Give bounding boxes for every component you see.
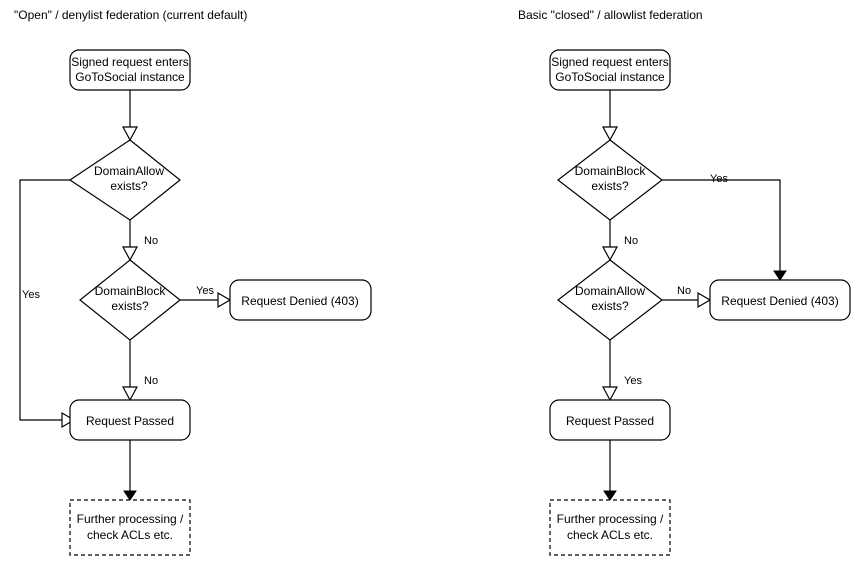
edge-label-domainblock-yes-left: Yes <box>196 285 214 297</box>
node-decision-domainblock-right-line1: DomainBlock <box>575 164 647 178</box>
arrowhead-domainallow-no-right <box>697 291 712 309</box>
edge-domainallow-yes-left: Yes <box>19 179 76 429</box>
node-further-processing-right-line2: check ACLs etc. <box>567 528 653 542</box>
node-further-processing-right-line1: Further processing / <box>557 512 664 526</box>
node-further-processing-left[interactable]: Further processing / check ACLs etc. <box>69 499 191 556</box>
node-request-passed-right[interactable]: Request Passed <box>549 399 671 441</box>
diagram-title-left: "Open" / denylist federation (current de… <box>14 8 247 22</box>
node-request-denied-right[interactable]: Request Denied (403) <box>709 279 851 321</box>
node-start-left[interactable]: Signed request enters GoToSocial instanc… <box>69 49 191 91</box>
node-further-processing-left-line2: check ACLs etc. <box>87 528 173 542</box>
edge-domainallow-no-left: No <box>121 220 158 262</box>
edge-domainallow-yes-right: Yes <box>601 340 642 402</box>
node-request-passed-left-label: Request Passed <box>86 414 174 428</box>
node-decision-domainallow-left[interactable]: DomainAllow exists? <box>68 139 181 221</box>
edge-label-domainallow-no-left: No <box>144 235 158 247</box>
arrowhead-domainallow-yes-right <box>601 386 619 402</box>
diagram-open-denylist: "Open" / denylist federation (current de… <box>14 8 372 556</box>
edge-line-domainblock-yes-right <box>662 179 781 272</box>
edge-domainblock-no-left: No <box>121 340 158 402</box>
edge-passed-to-further-left <box>123 440 137 501</box>
edge-label-domainblock-no-left: No <box>144 375 158 387</box>
edge-domainblock-no-right: No <box>601 220 638 262</box>
node-request-denied-right-shape[interactable] <box>709 279 851 321</box>
arrowhead-start-domainallow-left <box>121 126 139 142</box>
edge-start-to-domainblock-right <box>601 90 619 142</box>
node-request-denied-left-label: Request Denied (403) <box>241 294 358 308</box>
node-decision-domainblock-left-line2: exists? <box>111 299 149 313</box>
node-start-right-line1: Signed request enters <box>551 55 668 69</box>
edge-label-domainallow-yes-left: Yes <box>22 289 40 301</box>
node-start-right-line2: GoToSocial instance <box>555 70 665 84</box>
node-further-processing-left-shape[interactable] <box>69 499 191 556</box>
diagram-closed-allowlist: Basic "closed" / allowlist federation Si… <box>518 8 851 556</box>
edge-domainallow-no-right: No <box>662 285 712 309</box>
node-start-left-line1: Signed request enters <box>71 55 188 69</box>
node-request-denied-left-shape[interactable] <box>229 279 372 321</box>
edge-label-domainblock-yes-right: Yes <box>710 173 728 185</box>
edge-domainblock-yes-right: Yes <box>662 173 787 281</box>
arrowhead-domainblock-yes-right <box>773 270 787 281</box>
node-decision-domainblock-right[interactable]: DomainBlock exists? <box>557 139 663 221</box>
node-request-denied-left[interactable]: Request Denied (403) <box>229 279 372 321</box>
node-decision-domainallow-left-line1: DomainAllow <box>94 164 164 178</box>
arrowhead-start-domainblock-right <box>601 126 619 142</box>
node-decision-domainblock-right-line2: exists? <box>591 179 629 193</box>
arrowhead-domainallow-no-left <box>121 246 139 262</box>
edge-label-domainallow-no-right: No <box>677 285 691 297</box>
node-start-left-line2: GoToSocial instance <box>75 70 185 84</box>
arrowhead-domainblock-yes-left <box>217 291 232 309</box>
edge-passed-to-further-right <box>603 440 617 501</box>
arrowhead-domainblock-no-left <box>121 386 139 402</box>
node-decision-domainallow-left-line2: exists? <box>110 179 148 193</box>
node-request-passed-left[interactable]: Request Passed <box>69 399 191 441</box>
node-decision-domainallow-right[interactable]: DomainAllow exists? <box>557 259 663 341</box>
diagram-title-right: Basic "closed" / allowlist federation <box>518 8 703 22</box>
arrowhead-domainallow-yes-left <box>61 411 76 429</box>
node-request-passed-right-label: Request Passed <box>566 414 654 428</box>
arrowhead-domainblock-no-right <box>601 246 619 262</box>
node-decision-domainblock-left[interactable]: DomainBlock exists? <box>79 259 181 341</box>
node-start-right[interactable]: Signed request enters GoToSocial instanc… <box>549 49 671 91</box>
edge-label-domainblock-no-right: No <box>624 235 638 247</box>
node-decision-domainallow-right-line1: DomainAllow <box>575 284 645 298</box>
edge-start-to-domainallow-left <box>121 90 139 142</box>
node-further-processing-right[interactable]: Further processing / check ACLs etc. <box>549 499 671 556</box>
node-decision-domainallow-right-line2: exists? <box>591 299 629 313</box>
edge-domainblock-yes-left: Yes <box>180 285 232 309</box>
arrowhead-passed-further-right <box>603 490 617 501</box>
arrowhead-passed-further-left <box>123 490 137 501</box>
edge-label-domainallow-yes-right: Yes <box>624 375 642 387</box>
node-further-processing-left-line1: Further processing / <box>77 512 184 526</box>
node-further-processing-right-shape[interactable] <box>549 499 671 556</box>
node-decision-domainblock-left-line1: DomainBlock <box>95 284 167 298</box>
edge-line-domainallow-yes-left <box>19 179 70 421</box>
node-request-denied-right-label: Request Denied (403) <box>721 294 838 308</box>
